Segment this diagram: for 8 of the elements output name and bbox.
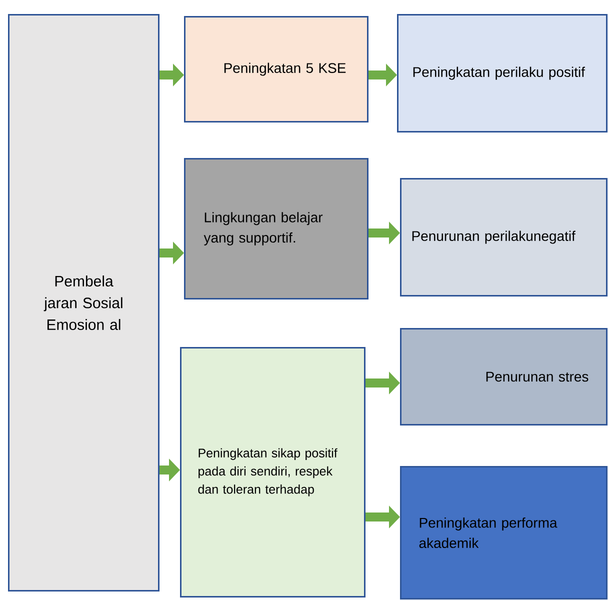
process-box: Peningkatan performa akademik (400, 466, 608, 600)
process-box: Penurunan perilakunegatif (400, 178, 608, 296)
process-box: Peningkatan perilaku positif (397, 14, 608, 132)
process-box: Pembela jaran Sosial Emosion al (8, 14, 160, 592)
process-box: Peningkatan sikap positif pada diri sendiri, respek dan toleran terhadap (180, 347, 366, 598)
process-box: Lingkungan belajar yang supportif. (184, 158, 368, 300)
process-box: Peningkatan 5 KSE (184, 16, 368, 122)
process-box: Penurunan stres (400, 328, 608, 426)
